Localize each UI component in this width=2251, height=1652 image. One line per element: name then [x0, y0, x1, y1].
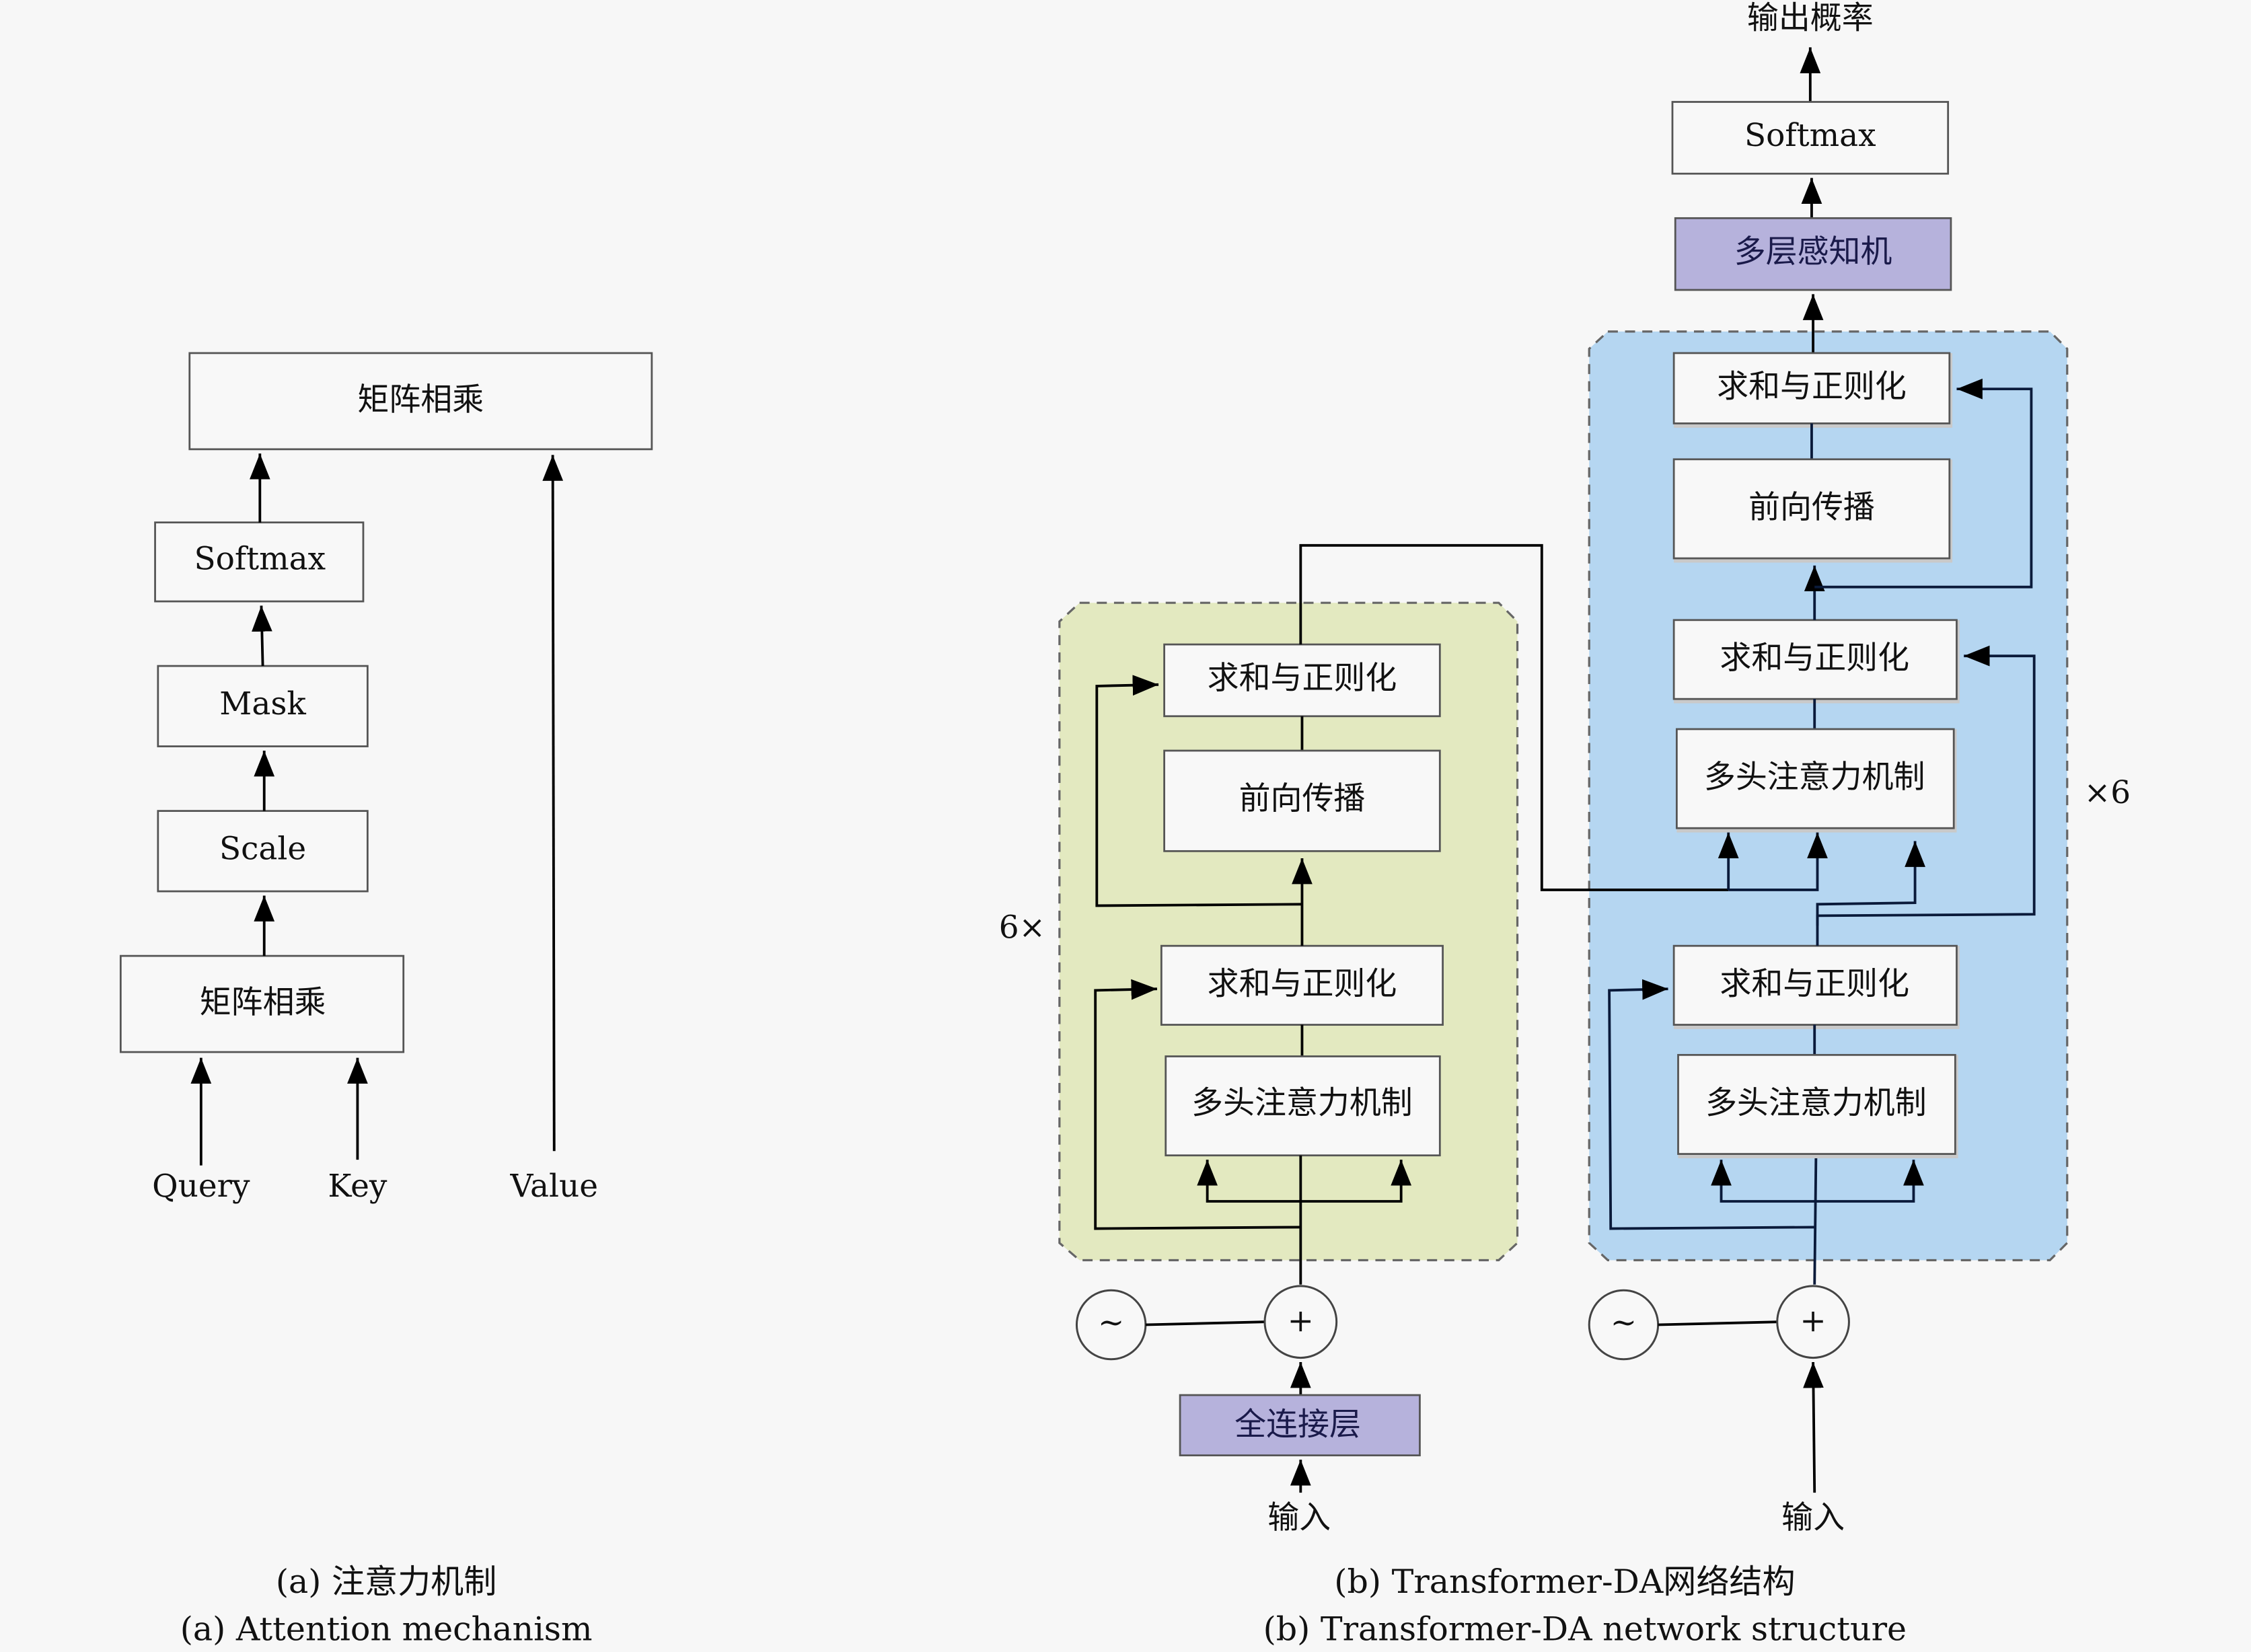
softmax-b-label: Softmax — [1744, 117, 1876, 154]
encoder-feed-forward-label: 前向传播 — [1239, 780, 1366, 817]
fc-layer-box: 全连接层 — [1179, 1394, 1421, 1457]
mlp-label: 多层感知机 — [1734, 233, 1892, 270]
encoder-residual-top — [1095, 675, 1302, 907]
encoder-add-circle: + — [1263, 1285, 1338, 1359]
value-label: Value — [509, 1168, 598, 1205]
decoder-add-norm-bottom: 求和与正则化 — [1672, 944, 1960, 1029]
matmul-bottom-box: 矩阵相乘 — [119, 954, 405, 1053]
decoder-feed-forward-label: 前向传播 — [1748, 489, 1875, 526]
decoder-mha-top-input-right — [1816, 841, 1925, 926]
softmax-b-box: Softmax — [1671, 101, 1950, 175]
softmax-box: Softmax — [154, 521, 365, 603]
scale-box: Scale — [157, 810, 369, 893]
fc-layer-label: 全连接层 — [1234, 1406, 1361, 1443]
decoder-mha-top-input-mid — [1728, 832, 1828, 891]
encoder-input-label: 输入 — [1267, 1499, 1331, 1536]
encoder-add-norm-top-label: 求和与正则化 — [1208, 660, 1397, 697]
mlp-box: 多层感知机 — [1674, 217, 1952, 291]
decoder-mha-bottom-input-left — [1711, 1160, 1815, 1203]
encoder-add-norm-bottom-label: 求和与正则化 — [1208, 965, 1397, 1002]
decoder-add-norm-top-label: 求和与正则化 — [1717, 369, 1907, 406]
decoder-add-norm-top: 求和与正则化 — [1672, 352, 1953, 428]
encoder-repeat-label: 6× — [999, 909, 1045, 946]
decoder-add-norm-middle: 求和与正则化 — [1672, 619, 1960, 704]
encoder-pe-circle: ~ — [1075, 1289, 1147, 1361]
decoder-mha-top-label: 多头注意力机制 — [1704, 759, 1925, 796]
panel-a-attention: 矩阵相乘 Softmax Mask Scale 矩阵相乘 Query — [119, 352, 653, 1649]
decoder-plus-icon: + — [1800, 1302, 1826, 1339]
decoder-add-norm-middle-label: 求和与正则化 — [1720, 640, 1909, 677]
decoder-residual-top — [1814, 378, 2033, 589]
caption-b-zh: (b) Transformer-DA网络结构 — [1334, 1562, 1795, 1601]
encoder-feed-forward: 前向传播 — [1163, 749, 1441, 852]
decoder-repeat-label: ×6 — [2084, 774, 2131, 811]
encoder-pe-line — [1145, 1320, 1265, 1326]
key-label: Key — [328, 1168, 388, 1205]
arrow-input-to-add-dec — [1803, 1361, 1824, 1493]
decoder-mha-bottom-input-right — [1814, 1160, 1924, 1203]
decoder-main-trunk — [1813, 1158, 1818, 1285]
decoder-add-norm-bottom-label: 求和与正则化 — [1720, 965, 1909, 1002]
arrow-mask-to-softmax — [252, 605, 272, 667]
decoder-mha-bottom-label: 多头注意力机制 — [1705, 1085, 1927, 1122]
decoder-mha-top: 多头注意力机制 — [1675, 728, 1957, 833]
arrow-value — [542, 455, 564, 1152]
matmul-top-label: 矩阵相乘 — [357, 381, 484, 418]
matmul-top-box: 矩阵相乘 — [188, 352, 653, 451]
decoder-pe-icon: ~ — [1611, 1304, 1637, 1341]
encoder-plus-icon: + — [1288, 1302, 1314, 1339]
mask-box: Mask — [157, 665, 369, 747]
decoder-residual-bottom — [1608, 979, 1815, 1230]
decoder-pe-circle: ~ — [1588, 1289, 1660, 1361]
query-label: Query — [152, 1168, 250, 1205]
decoder-mha-bottom: 多头注意力机制 — [1677, 1053, 1958, 1158]
softmax-label: Softmax — [194, 540, 326, 577]
decoder-add-circle: + — [1776, 1285, 1850, 1359]
encoder-mha-input-right — [1300, 1160, 1412, 1203]
caption-a-zh: (a) 注意力机制 — [276, 1562, 496, 1601]
encoder-mha-label: 多头注意力机制 — [1191, 1085, 1413, 1122]
output-probability-label: 输出概率 — [1747, 0, 1874, 36]
encoder-to-decoder — [1299, 543, 1729, 891]
encoder-pe-icon: ~ — [1098, 1304, 1124, 1341]
caption-a-en: (a) Attention mechanism — [180, 1610, 593, 1649]
decoder-feed-forward: 前向传播 — [1672, 458, 1953, 563]
encoder-add-norm-top: 求和与正则化 — [1163, 643, 1441, 718]
encoder-mha: 多头注意力机制 — [1165, 1055, 1441, 1157]
decoder-input-label: 输入 — [1781, 1499, 1845, 1536]
panel-b-transformer-da: 输出概率 Softmax 多层感知机 6× 求和与正则化 前向传播 求和与正则化 — [999, 0, 2131, 1649]
scale-label: Scale — [219, 830, 306, 867]
decoder-pe-line — [1658, 1320, 1779, 1326]
mask-label: Mask — [219, 685, 306, 722]
caption-b-en: (b) Transformer-DA network structure — [1263, 1610, 1907, 1649]
encoder-add-norm-bottom: 求和与正则化 — [1160, 944, 1444, 1026]
matmul-bottom-label: 矩阵相乘 — [200, 984, 326, 1021]
encoder-mha-input-left — [1197, 1160, 1301, 1203]
encoder-residual-bottom — [1094, 979, 1301, 1230]
